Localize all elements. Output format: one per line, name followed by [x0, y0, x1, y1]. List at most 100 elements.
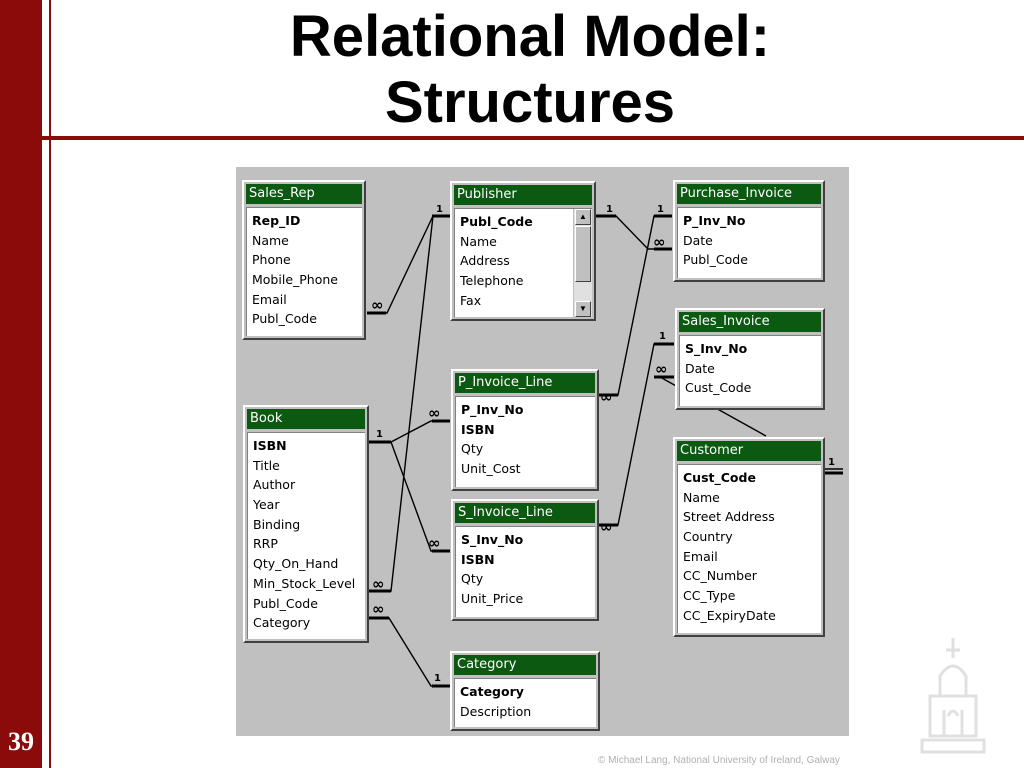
table-book-fields: ISBN Title Author Year Binding RRP Qty_O… [247, 432, 365, 639]
field-isbn: ISBN [253, 438, 287, 453]
field-email: Email [252, 291, 287, 307]
card-1-book: 1 [376, 429, 383, 440]
table-purchase-invoice-fields: P_Inv_No Date Publ_Code [677, 207, 821, 278]
card-1-customer: 1 [828, 457, 835, 468]
card-many-purchaseinvoice: ∞ [653, 233, 666, 251]
field-category: Category [460, 684, 524, 699]
field-min-stock-level: Min_Stock_Level [253, 575, 356, 591]
card-many-pinvoiceline-left: ∞ [428, 404, 441, 422]
table-purchase-invoice-title[interactable]: Purchase_Invoice [677, 184, 821, 204]
card-many-pinvoiceline-right: ∞ [600, 388, 613, 406]
table-sales-rep[interactable]: Sales_Rep Rep_ID Name Phone Mobile_Phone… [242, 180, 366, 340]
field-s-inv-no: S_Inv_No [461, 532, 524, 547]
table-p-invoice-line-title[interactable]: P_Invoice_Line [455, 373, 595, 393]
field-title: Title [253, 457, 280, 473]
field-author: Author [253, 477, 296, 493]
field-isbn: ISBN [461, 421, 495, 437]
field-unit-price: Unit_Price [461, 591, 524, 607]
card-many-sinvoiceline-left: ∞ [428, 534, 441, 552]
field-address: Address [460, 253, 510, 269]
slide-title: Relational Model: Structures [100, 4, 960, 136]
card-1-purchaseinvoice: 1 [657, 204, 664, 215]
table-s-invoice-line-title[interactable]: S_Invoice_Line [455, 503, 595, 523]
table-purchase-invoice[interactable]: Purchase_Invoice P_Inv_No Date Publ_Code [673, 180, 825, 282]
slide-title-line-2: Structures [384, 70, 676, 135]
field-mobile-phone: Mobile_Phone [252, 272, 338, 288]
field-binding: Binding [253, 516, 301, 532]
card-1-publisher-left: 1 [436, 204, 443, 215]
field-qty: Qty [461, 571, 484, 587]
rel-line-book-sinvoiceline [390, 441, 450, 552]
field-cust-code: Cust_Code [683, 470, 756, 485]
table-sales-invoice-fields: S_Inv_No Date Cust_Code [679, 335, 821, 406]
field-country: Country [683, 529, 733, 545]
table-publisher-title[interactable]: Publisher [454, 185, 592, 205]
table-book[interactable]: Book ISBN Title Author Year Binding RRP … [243, 405, 369, 643]
card-1-salesinvoice: 1 [659, 331, 666, 342]
field-street-address: Street Address [683, 509, 775, 525]
field-isbn: ISBN [461, 551, 495, 567]
field-rrp: RRP [253, 536, 278, 552]
card-many-salesrep: ∞ [371, 296, 384, 314]
relationship-diagram: 1 1 1 1 1 1 1 ∞ ∞ ∞ ∞ ∞ ∞ ∞ ∞ ∞ Sales_Re… [236, 167, 849, 736]
scroll-down-icon[interactable]: ▼ [575, 301, 591, 317]
scroll-up-icon[interactable]: ▲ [575, 209, 591, 225]
field-fax: Fax [460, 292, 482, 308]
card-1-publisher-right: 1 [606, 204, 613, 215]
field-phone: Phone [252, 252, 291, 268]
field-year: Year [253, 497, 280, 513]
field-unit-cost: Unit_Cost [461, 461, 521, 477]
field-cc-expirydate: CC_ExpiryDate [683, 607, 776, 623]
table-category[interactable]: Category Category Description [450, 651, 600, 731]
field-name: Name [460, 233, 497, 249]
field-email: Email [683, 548, 718, 564]
card-many-book-publ: ∞ [372, 575, 385, 593]
table-p-invoice-line-fields: P_Inv_No ISBN Qty Unit_Cost [455, 396, 595, 487]
field-date: Date [685, 360, 715, 376]
table-sales-rep-title[interactable]: Sales_Rep [246, 184, 362, 204]
slide-title-line-1: Relational Model: [289, 4, 771, 69]
field-cc-type: CC_Type [683, 588, 736, 604]
card-many-sinvoiceline-right: ∞ [600, 518, 613, 536]
table-s-invoice-line[interactable]: S_Invoice_Line S_Inv_No ISBN Qty Unit_Pr… [451, 499, 599, 621]
table-category-title[interactable]: Category [454, 655, 596, 675]
table-category-fields: Category Description [454, 678, 596, 727]
slide-number: 39 [8, 727, 34, 756]
field-cust-code: Cust_Code [685, 380, 752, 396]
table-book-title[interactable]: Book [247, 409, 365, 429]
card-many-book-category: ∞ [372, 600, 385, 618]
field-publ-code: Publ_Code [253, 595, 318, 611]
left-accent-bar [0, 0, 42, 768]
field-p-inv-no: P_Inv_No [683, 213, 746, 228]
table-publisher[interactable]: Publisher Publ_Code Name Address Telepho… [450, 181, 596, 321]
table-publisher-fields: Publ_Code Name Address Telephone Fax ▲ ▼ [454, 208, 592, 317]
footer-copyright: © Michael Lang, National University of I… [598, 755, 840, 766]
table-sales-invoice[interactable]: Sales_Invoice S_Inv_No Date Cust_Code [675, 308, 825, 410]
field-name: Name [683, 489, 720, 505]
table-customer-fields: Cust_Code Name Street Address Country Em… [677, 464, 821, 633]
table-sales-rep-fields: Rep_ID Name Phone Mobile_Phone Email Pub… [246, 207, 362, 336]
field-publ-code: Publ_Code [683, 252, 748, 268]
field-rep-id: Rep_ID [252, 213, 301, 228]
field-cc-number: CC_Number [683, 568, 757, 584]
card-1-category: 1 [434, 673, 441, 684]
field-category: Category [253, 615, 311, 631]
table-customer-title[interactable]: Customer [677, 441, 821, 461]
table-p-invoice-line[interactable]: P_Invoice_Line P_Inv_No ISBN Qty Unit_Co… [451, 369, 599, 491]
card-many-salesinvoice: ∞ [655, 360, 668, 378]
table-s-invoice-line-fields: S_Inv_No ISBN Qty Unit_Price [455, 526, 595, 617]
field-publ-code: Publ_Code [460, 214, 533, 229]
relationship-lines: 1 1 1 1 1 1 1 ∞ ∞ ∞ ∞ ∞ ∞ ∞ ∞ ∞ [367, 204, 843, 688]
publisher-scrollbar[interactable]: ▲ ▼ [573, 209, 592, 317]
field-qty: Qty [461, 441, 484, 457]
table-customer[interactable]: Customer Cust_Code Name Street Address C… [673, 437, 825, 637]
title-rule [42, 136, 1024, 140]
table-sales-invoice-title[interactable]: Sales_Invoice [679, 312, 821, 332]
field-date: Date [683, 232, 713, 248]
field-telephone: Telephone [460, 273, 524, 289]
field-p-inv-no: P_Inv_No [461, 402, 524, 417]
scroll-thumb[interactable] [575, 226, 591, 282]
field-publ-code: Publ_Code [252, 311, 317, 327]
university-crest-watermark [920, 638, 986, 754]
left-accent-line [49, 0, 51, 768]
